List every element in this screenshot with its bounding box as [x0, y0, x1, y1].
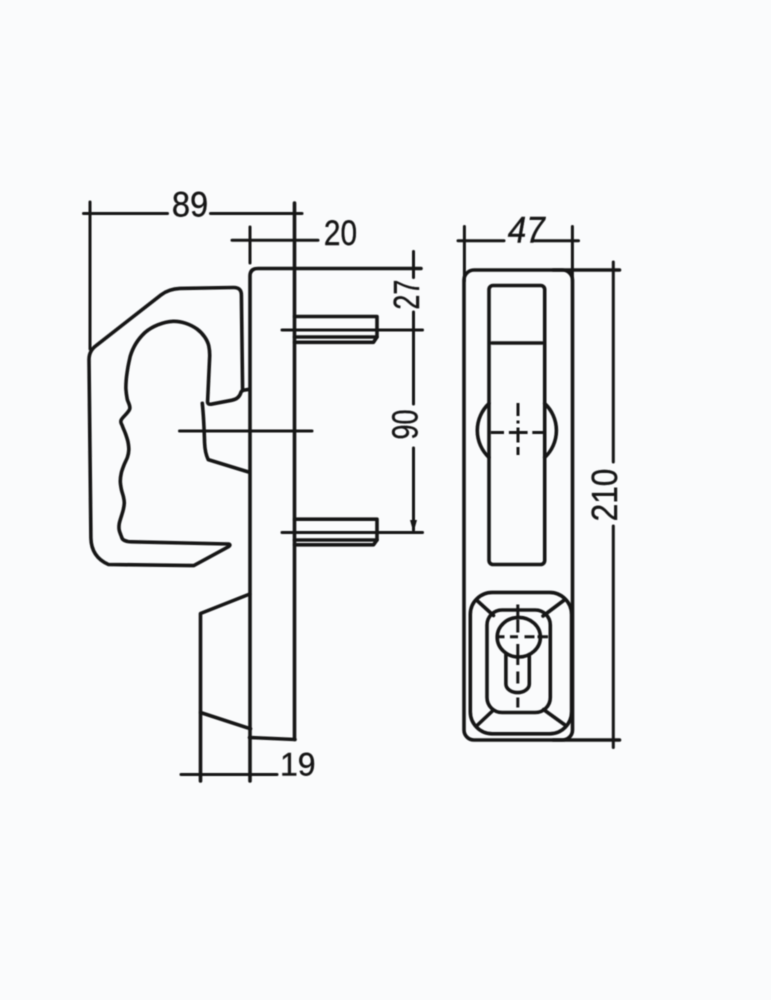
svg-text:27: 27: [386, 280, 427, 310]
svg-text:47: 47: [508, 210, 546, 251]
svg-text:19: 19: [280, 747, 316, 783]
svg-text:20: 20: [324, 213, 357, 253]
svg-text:210: 210: [585, 469, 625, 522]
svg-text:90: 90: [385, 409, 426, 439]
svg-text:89: 89: [172, 185, 208, 225]
